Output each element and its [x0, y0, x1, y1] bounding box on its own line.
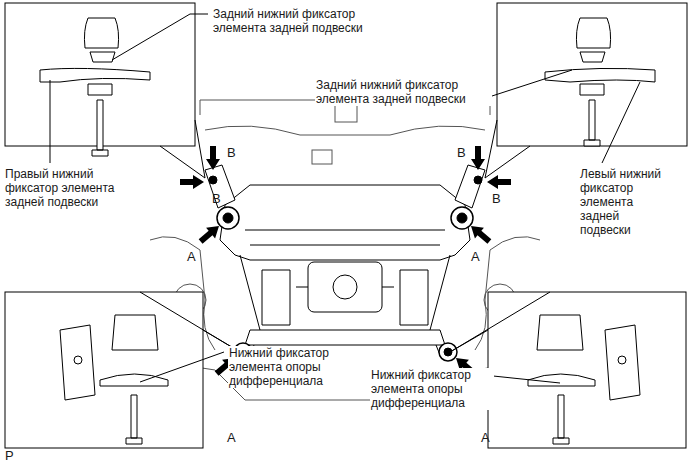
view-letter: B	[211, 192, 222, 206]
part-label: Левый нижний фиксатор элемента задней по…	[579, 167, 673, 237]
part-label: Нижний фиксатор элемента опоры дифференц…	[228, 346, 352, 388]
view-letter: B	[226, 146, 237, 160]
view-letter: A	[480, 431, 491, 445]
part-label: Задний нижний фиксатор элемента задней п…	[212, 7, 384, 35]
figure-code: P	[4, 449, 15, 463]
view-letter: B	[456, 146, 467, 160]
part-label: Задний нижний фиксатор элемента задней п…	[315, 78, 492, 106]
part-label: Правый нижний фиксатор элемента задней п…	[4, 167, 126, 209]
view-letter: B	[491, 192, 502, 206]
view-letter: A	[226, 431, 237, 445]
part-label: Нижний фиксатор элемента опоры дифференц…	[370, 368, 494, 410]
view-letter: A	[470, 250, 481, 264]
view-letter: A	[186, 250, 197, 264]
